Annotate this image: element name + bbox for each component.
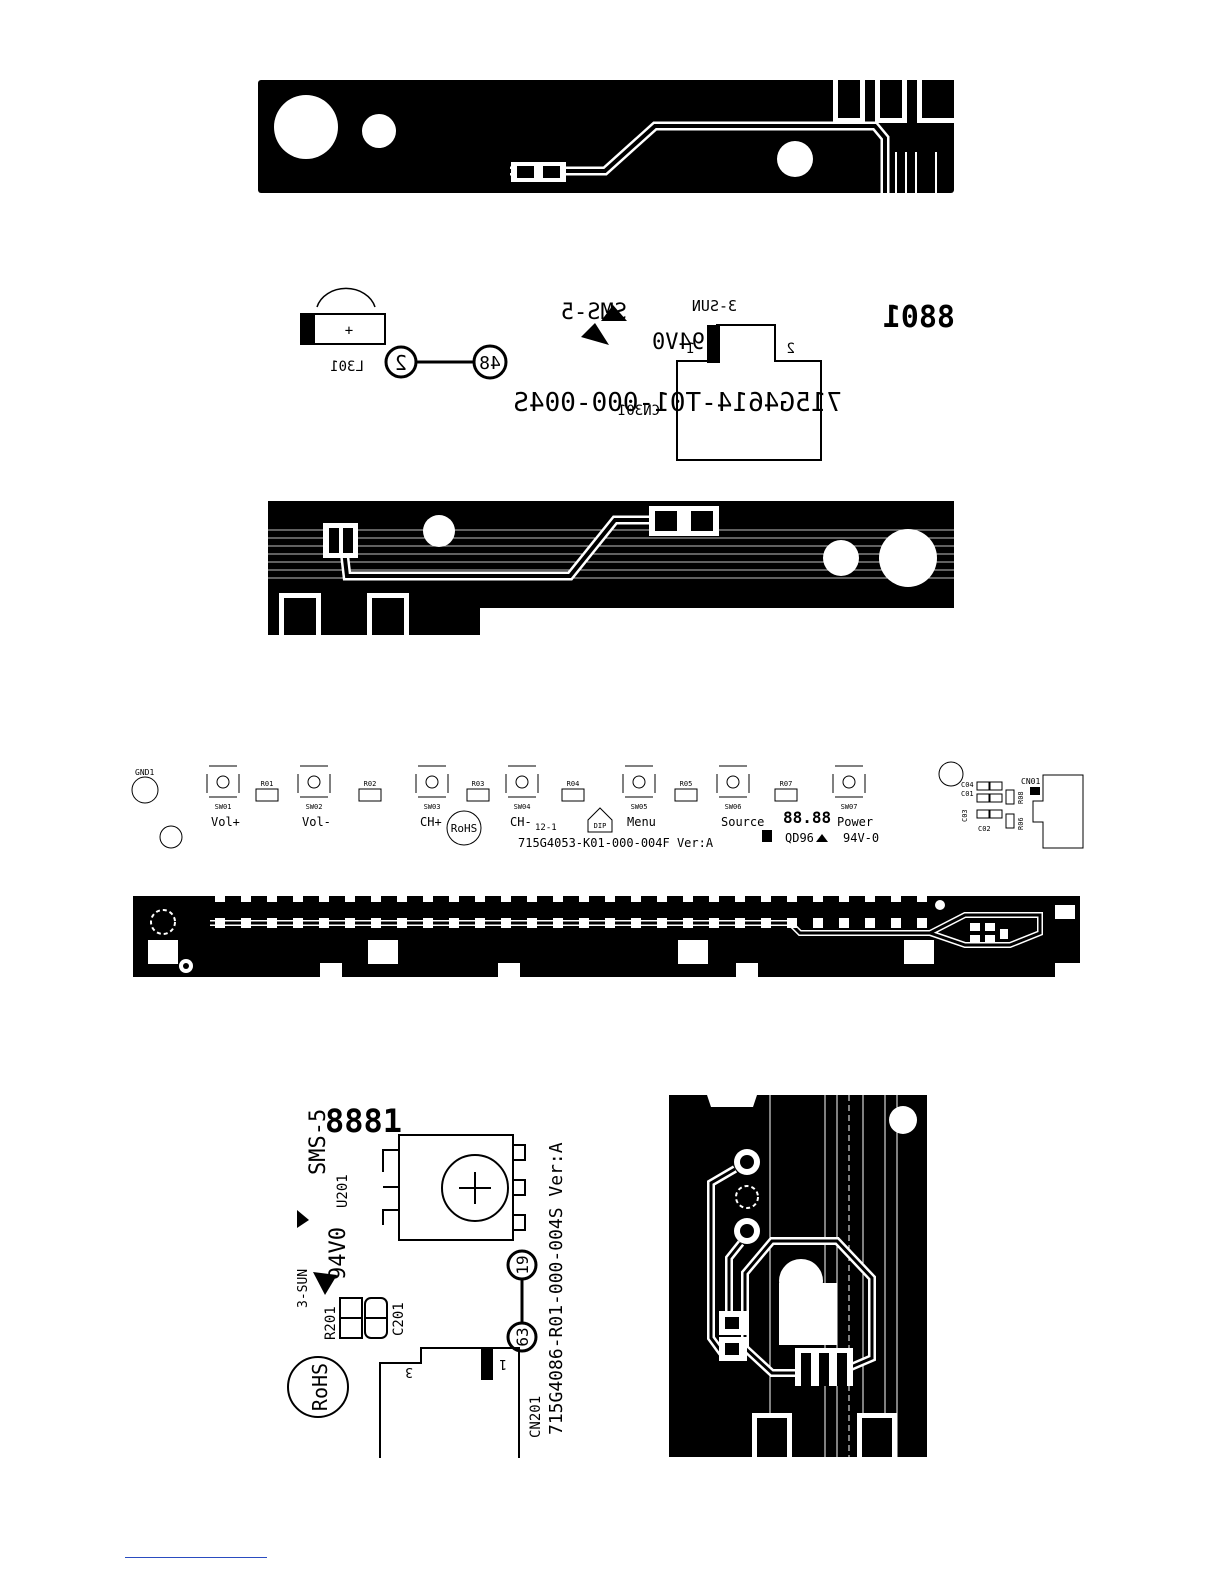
svg-text:R05: R05	[680, 780, 693, 788]
board-b-copper	[133, 896, 1080, 977]
connector-cn301: 1 2 CN301	[618, 324, 822, 461]
led-footprint: + L301	[300, 287, 386, 375]
board-c-silkscreen: 8881 SMS-5 94V0 3-SUN U201 R201 C201 RoH…	[287, 1102, 567, 1458]
rating-c: 94V0	[326, 1227, 351, 1280]
c-ref: C201	[391, 1302, 407, 1336]
res-r08: R08	[1017, 791, 1025, 804]
footer-rule	[125, 1557, 267, 1558]
svg-text:RoHS: RoHS	[451, 822, 478, 835]
rating-b: 94V-0	[843, 831, 879, 845]
resistor-r05: R05	[674, 780, 698, 802]
svg-text:R07: R07	[780, 780, 793, 788]
u-ref: U201	[335, 1174, 351, 1208]
date-codes-c: 19 63	[506, 1249, 538, 1353]
date-code-row: 2 48	[384, 344, 508, 380]
pot-footprint	[382, 1134, 526, 1241]
r-ref: R201	[323, 1306, 339, 1340]
board-a-bottom-copper	[268, 501, 954, 635]
board-c-copper	[669, 1095, 927, 1457]
svg-text:R02: R02	[364, 780, 377, 788]
gnd-label: GND1	[135, 768, 154, 777]
date-codes: 12-1	[535, 823, 557, 833]
sms-c: SMS-5	[306, 1109, 331, 1175]
svg-text:R04: R04	[567, 780, 580, 788]
switch-ref: SW06	[725, 803, 742, 811]
resistor-r01: R01	[255, 780, 279, 802]
switch-ref: SW07	[841, 803, 858, 811]
svg-text:3: 3	[405, 1364, 413, 1379]
switch-ref: SW02	[306, 803, 323, 811]
seven-seg-c: 8881	[325, 1102, 402, 1140]
resistor-r03: R03	[466, 780, 490, 802]
connector-cn201: 3 1 CN201	[379, 1347, 544, 1458]
pin-2-label: 2	[787, 341, 795, 357]
switch-label: CH+	[420, 815, 442, 829]
resistor-r02: R02	[358, 780, 382, 802]
svg-text:63: 63	[513, 1327, 532, 1346]
switch-label: Vol+	[211, 815, 240, 829]
dip-mark: DIP	[587, 807, 613, 833]
rohs-c: RoHS	[287, 1356, 349, 1418]
switch-label: CH-	[510, 815, 532, 829]
switch-ref: SW04	[514, 803, 531, 811]
rating-label: 94V0	[652, 330, 705, 355]
svg-text:CN201: CN201	[528, 1396, 544, 1438]
r201-c201	[339, 1297, 388, 1339]
switch-label: Source	[721, 815, 764, 829]
board-a-silkscreen: + L301 SMS-5 3-SUN 94V0 715G4614-T01-000…	[300, 287, 955, 461]
cap-cluster	[976, 781, 1015, 829]
switch-label: Power	[837, 815, 873, 829]
svg-text:+: +	[345, 323, 353, 339]
svg-text:1: 1	[499, 1356, 507, 1371]
part-number-b: 715G4053-K01-000-004F Ver:A	[518, 836, 714, 850]
cap-c01: C01	[961, 790, 974, 798]
resistor-r07: R07	[774, 780, 798, 802]
rohs-mark: RoHS	[446, 810, 482, 846]
switch-ref: SW01	[215, 803, 232, 811]
seven-seg-b: 88.88	[783, 808, 831, 827]
res-r06: R06	[1017, 817, 1025, 830]
logo-text: 3-SUN	[692, 297, 737, 315]
connector-cn01: CN01	[1021, 774, 1084, 849]
svg-text:19: 19	[513, 1255, 532, 1274]
svg-text:R03: R03	[472, 780, 485, 788]
date-code-48: 48	[479, 353, 501, 374]
resistor-r04: R04	[561, 780, 585, 802]
cap-c02: C02	[978, 825, 991, 833]
led-ref: L301	[330, 359, 364, 375]
part-number-c: 715G4086-R01-000-004S Ver:A	[546, 1142, 567, 1435]
connector-ref: CN301	[618, 403, 660, 419]
seven-seg-digits: 8801	[883, 300, 955, 335]
svg-text:R01: R01	[261, 780, 274, 788]
board-a-top-copper	[258, 80, 954, 193]
logo-c: 3-SUN	[296, 1269, 311, 1308]
switch-ref: SW03	[424, 803, 441, 811]
cap-c04: C04	[961, 781, 974, 789]
svg-text:RoHS: RoHS	[308, 1363, 332, 1411]
switch-ref: SW05	[631, 803, 648, 811]
cert-label: QD96	[785, 831, 814, 845]
date-code-2: 2	[395, 351, 407, 375]
switch-label: Vol-	[302, 815, 331, 829]
cap-c03: C03	[961, 809, 969, 822]
switch-label: Menu	[627, 815, 656, 829]
pin-1-label: 1	[687, 341, 695, 357]
svg-text:DIP: DIP	[594, 822, 607, 830]
svg-text:CN01: CN01	[1021, 777, 1040, 786]
